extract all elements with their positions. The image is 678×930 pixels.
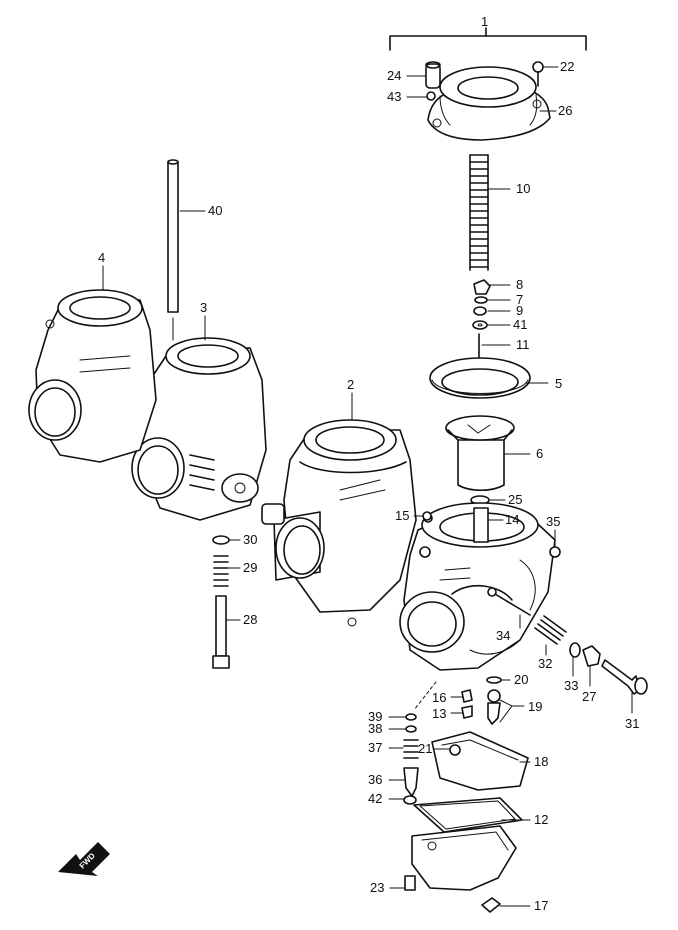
callout-22: 22 <box>560 59 574 74</box>
o-ring-small <box>486 676 502 684</box>
callout-37: 37 <box>368 740 382 755</box>
callout-19: 19 <box>528 699 542 714</box>
callout-9: 9 <box>516 303 523 318</box>
carburetor-body-1 <box>399 502 561 671</box>
callout-20: 20 <box>514 672 528 687</box>
callout-16: 16 <box>432 690 446 705</box>
leader-lines <box>102 66 633 907</box>
screw <box>481 897 501 913</box>
float-chamber <box>411 825 517 891</box>
throttle-stop-parts <box>534 615 648 695</box>
top-cap-assembly <box>389 27 587 141</box>
callout-38: 38 <box>368 721 382 736</box>
callout-42: 42 <box>368 791 382 806</box>
callout-1: 1 <box>481 14 488 29</box>
callout-21: 21 <box>418 741 432 756</box>
pilot-jet-parts <box>403 713 419 805</box>
callout-43: 43 <box>387 89 401 104</box>
callout-8: 8 <box>516 277 523 292</box>
callout-3: 3 <box>200 300 207 315</box>
arrow-left-down-icon <box>58 842 110 876</box>
callout-26: 26 <box>558 103 572 118</box>
spring <box>469 154 489 271</box>
callout-36: 36 <box>368 772 382 787</box>
callout-10: 10 <box>516 181 530 196</box>
carburetor-body-4 <box>28 289 157 463</box>
callout-18: 18 <box>534 754 548 769</box>
gasket-ring <box>422 511 432 521</box>
carburetor-shaft <box>167 159 179 341</box>
callout-40: 40 <box>208 203 222 218</box>
float <box>431 731 529 791</box>
callout-30: 30 <box>243 532 257 547</box>
callout-29: 29 <box>243 560 257 575</box>
piston-valve <box>445 415 515 492</box>
callout-35: 35 <box>546 514 560 529</box>
callout-11: 11 <box>516 337 530 352</box>
needle-clip-parts <box>472 279 491 330</box>
callout-12: 12 <box>534 812 548 827</box>
jets <box>461 689 501 725</box>
callout-25: 25 <box>508 492 522 507</box>
callout-24: 24 <box>387 68 401 83</box>
callout-13: 13 <box>432 706 446 721</box>
callout-15: 15 <box>395 508 409 523</box>
forward-direction-marker: FWD <box>58 842 110 876</box>
callout-23: 23 <box>370 880 384 895</box>
callout-7: 7 <box>516 292 523 307</box>
callout-31: 31 <box>625 716 639 731</box>
callout-4: 4 <box>98 250 105 265</box>
callout-5: 5 <box>555 376 562 391</box>
callout-labels: 1 2 3 4 5 6 7 8 9 10 11 12 13 14 15 16 1… <box>98 14 639 913</box>
callout-33: 33 <box>564 678 578 693</box>
callout-27: 27 <box>582 689 596 704</box>
callout-39: 39 <box>368 709 382 724</box>
callout-2: 2 <box>347 377 354 392</box>
callout-28: 28 <box>243 612 257 627</box>
callout-34: 34 <box>496 628 510 643</box>
callout-32: 32 <box>538 656 552 671</box>
callout-14: 14 <box>505 512 519 527</box>
callout-17: 17 <box>534 898 548 913</box>
drain-bolt <box>404 875 416 891</box>
carburetor-body-3 <box>131 337 267 521</box>
callout-6: 6 <box>536 446 543 461</box>
diaphragm <box>429 357 531 399</box>
carburetor-body-2 <box>261 419 417 627</box>
throttle-screw-set <box>212 535 230 669</box>
callout-41: 41 <box>513 317 527 332</box>
